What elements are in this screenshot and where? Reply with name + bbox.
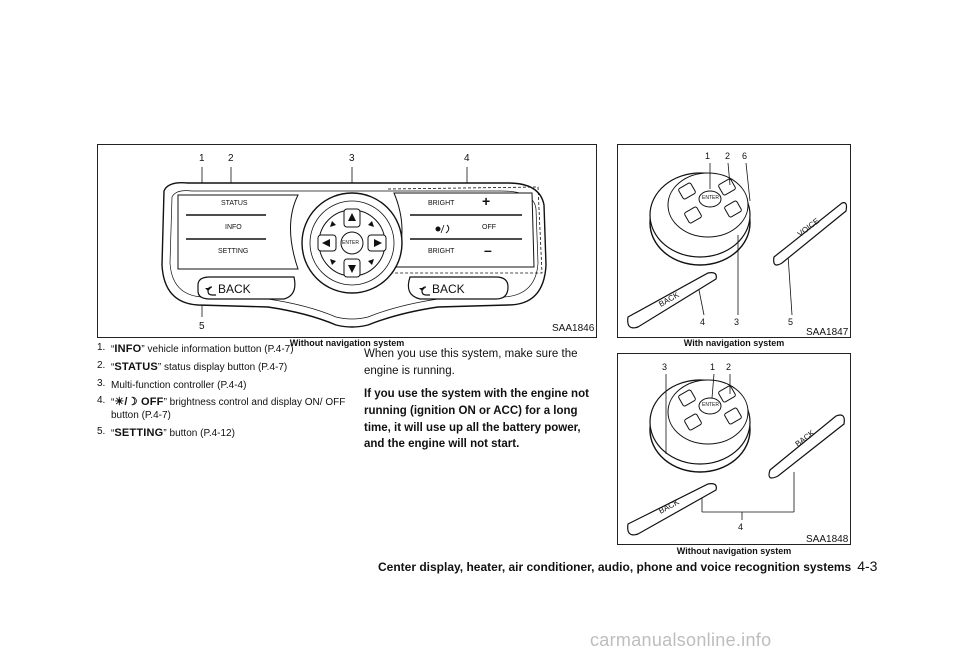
enter-label: ENTER [342, 240, 359, 246]
status-label: STATUS [221, 200, 248, 207]
figure-code: SAA1847 [806, 327, 849, 338]
bright-down-label: BRIGHT [428, 248, 455, 255]
list-item: 2. “STATUS” status display button (P.4-7… [97, 360, 347, 375]
list-item-number: 3. [97, 377, 106, 389]
page-number: 4-3 [857, 558, 878, 574]
callout-3: 3 [734, 317, 740, 327]
brightness-off-term: ☀/☽ OFF [114, 396, 164, 409]
warning-paragraph: If you use the system with the engine no… [364, 388, 589, 451]
figure-left-caption: Without navigation system [289, 338, 405, 348]
callout-3: 3 [349, 153, 355, 164]
callout-2: 2 [228, 153, 234, 164]
callout-5: 5 [788, 317, 794, 327]
list-item-number: 1. [97, 342, 106, 353]
callout-2: 2 [726, 362, 732, 372]
callout-1: 1 [199, 153, 205, 164]
off-label: OFF [482, 224, 496, 231]
list-item-text: “STATUS” status display button (P.4-7) [111, 360, 288, 373]
figure-code: SAA1846 [552, 323, 595, 334]
callout-6: 6 [742, 151, 748, 161]
controller-with-nav-illustration [627, 162, 848, 329]
setting-label: SETTING [218, 248, 249, 255]
list-item: 4. “☀/☽ OFF” brightness control and disp… [97, 395, 347, 423]
list-item: 3. Multi-function controller (P.4-4) [97, 378, 347, 393]
body-text: When you use this system, make sure the … [364, 346, 604, 460]
enter-label: ENTER [702, 195, 719, 201]
setting-term: SETTING [114, 426, 164, 439]
list-item-number: 2. [97, 359, 106, 371]
callout-1: 1 [710, 362, 716, 372]
figure-left: 1 2 3 4 5 STATUS INFO SETTING BRIGHT + O… [97, 144, 597, 338]
controller-without-nav-illustration [627, 373, 845, 536]
bright-up-label: BRIGHT [428, 200, 455, 207]
page-footer: Center display, heater, air conditioner,… [378, 558, 877, 574]
enter-label: ENTER [702, 402, 719, 408]
callout-5: 5 [199, 321, 205, 332]
list-item-number: 4. [97, 395, 106, 407]
list-item: 5. “SETTING” button (P.4-12) [97, 426, 347, 441]
list-item-number: 5. [97, 425, 106, 437]
list-item-text: “☀/☽ OFF” brightness control and display… [111, 396, 346, 422]
callout-1: 1 [705, 151, 711, 161]
list-item-text: “INFO” vehicle information button (P.4-7… [111, 343, 294, 355]
back-label-left: BACK [218, 282, 251, 296]
back-label-right: BACK [432, 282, 465, 296]
callout-4: 4 [738, 522, 744, 532]
status-term: STATUS [114, 360, 158, 373]
body-paragraph: When you use this system, make sure the … [364, 348, 578, 377]
callout-2: 2 [725, 151, 731, 161]
component-list: 1. “INFO” vehicle information button (P.… [97, 342, 347, 444]
callout-3: 3 [662, 362, 668, 372]
list-item-text: “SETTING” button (P.4-12) [111, 426, 235, 439]
callout-4: 4 [700, 317, 706, 327]
section-title: Center display, heater, air conditioner,… [378, 560, 852, 574]
list-item: 1. “INFO” vehicle information button (P.… [97, 342, 347, 357]
list-item-text: Multi-function controller (P.4-4) [111, 379, 247, 391]
figure-right-top-caption: With navigation system [683, 338, 785, 348]
plus-icon: + [482, 193, 491, 209]
callout-4: 4 [464, 153, 470, 164]
info-term: INFO [114, 343, 142, 355]
control-panel-illustration [161, 167, 547, 328]
figure-right-top: 1 2 6 4 3 5 ENTER BACK VOICE SAA1847 [617, 144, 851, 338]
info-label: INFO [225, 224, 242, 231]
figure-right-bottom-caption: Without navigation system [676, 546, 792, 556]
figure-code: SAA1848 [806, 534, 849, 545]
figure-right-bottom: 3 1 2 4 ENTER BACK BACK SAA1848 [617, 353, 851, 545]
minus-icon: – [484, 242, 492, 258]
watermark: carmanualsonline.info [590, 630, 772, 650]
